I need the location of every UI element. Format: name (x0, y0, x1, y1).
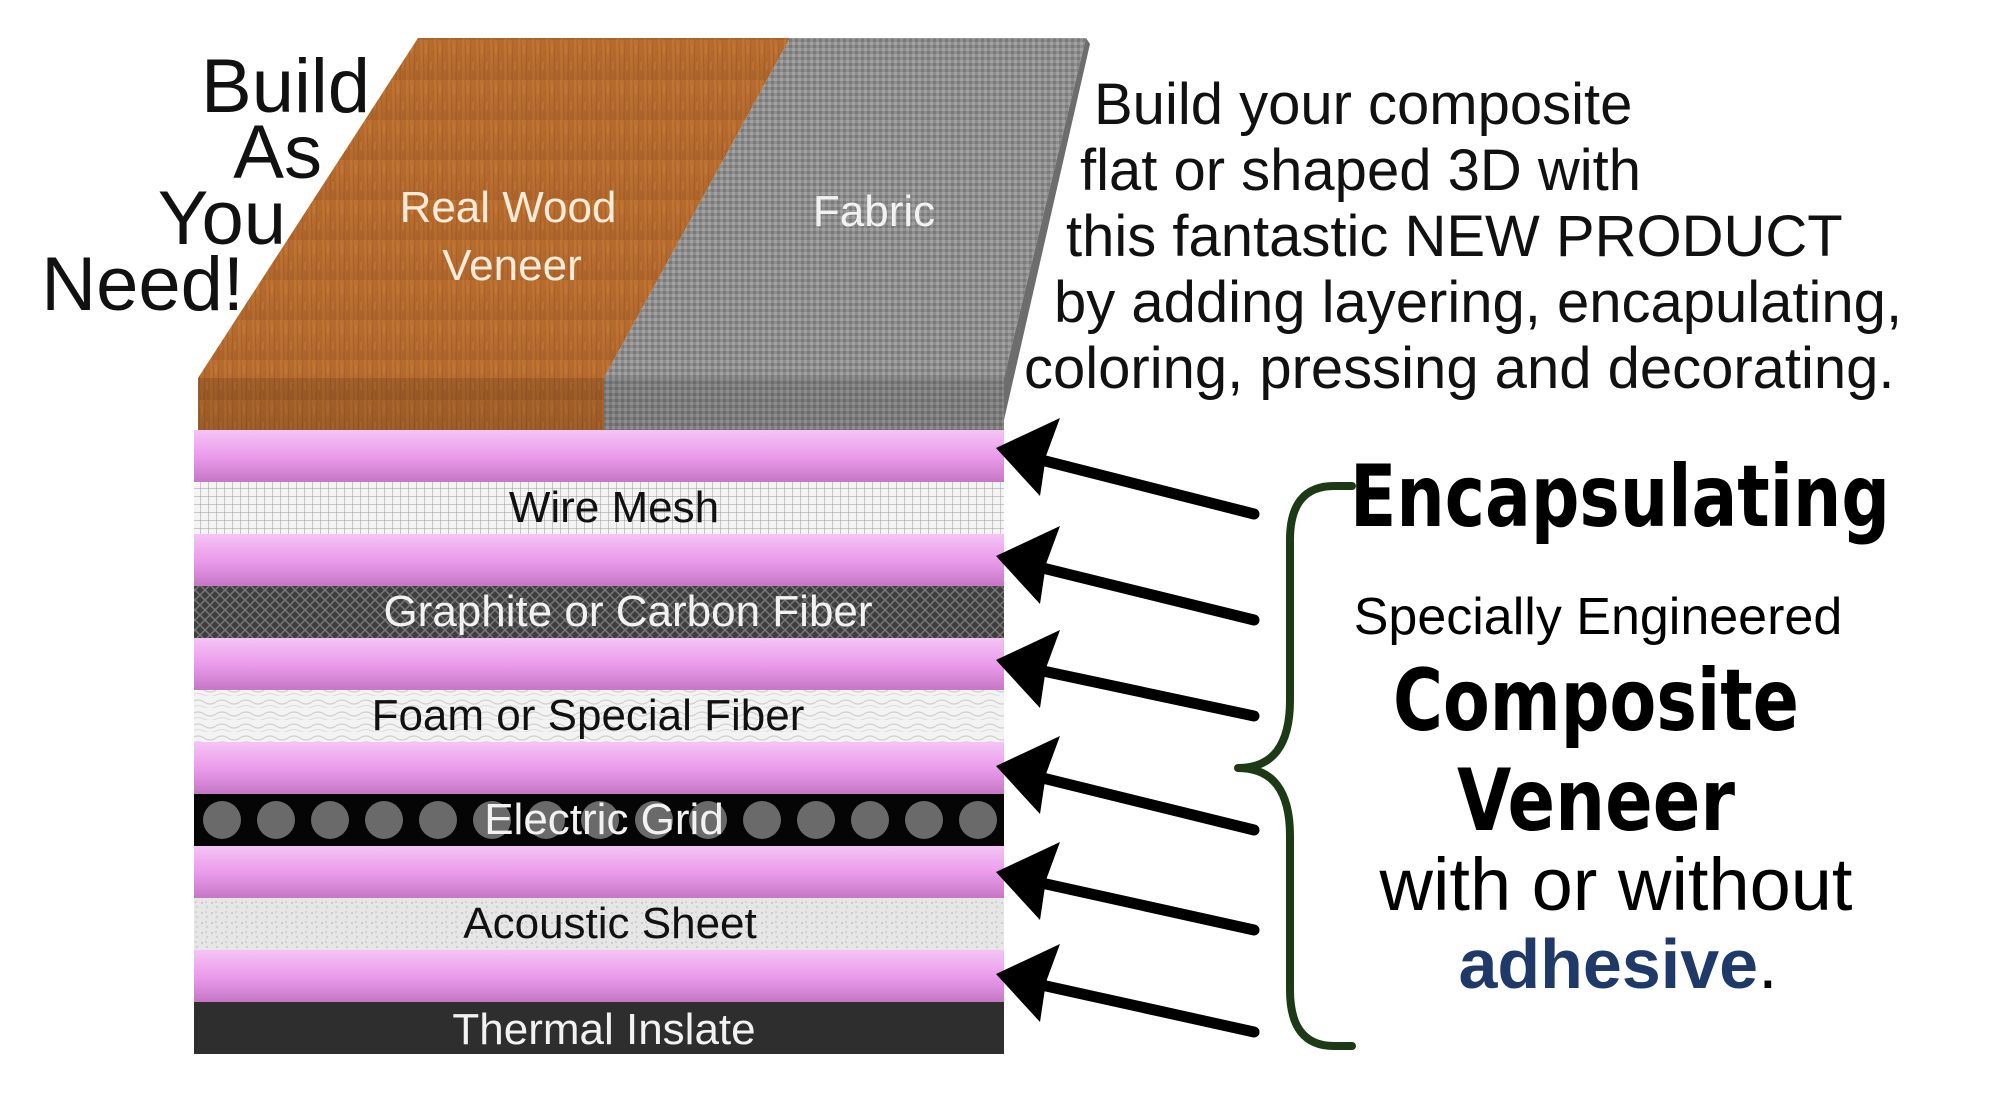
grid-dot (257, 801, 295, 839)
callout-veneer: Veneer (1457, 751, 1735, 851)
encapsulation-band (194, 430, 1004, 482)
arrow-icon (996, 630, 1260, 722)
headline-line: Need! (41, 242, 244, 327)
arrow-icon (996, 842, 1260, 936)
grid-dot (905, 801, 943, 839)
description: Build your composite flat or shaped 3D w… (1024, 72, 1902, 401)
arrow-icon (996, 736, 1260, 836)
headline-line: Build (201, 44, 370, 129)
description-line: by adding layering, encapulating, (1054, 270, 1902, 335)
arrow-icon (996, 526, 1260, 626)
grid-dot (797, 801, 835, 839)
adhesive-period: . (1758, 925, 1777, 1003)
grid-dot (959, 801, 997, 839)
grid-dot (311, 801, 349, 839)
callout: Encapsulating Specially Engineered Compo… (1350, 447, 1890, 1003)
thermal-label: Thermal Inslate (452, 1005, 755, 1054)
callout-title: Encapsulating (1350, 447, 1890, 547)
grid-dot (635, 801, 673, 839)
layer-stack: Wire Mesh Graphite or Carbon Fiber Foam … (194, 430, 1004, 1054)
grid-dot (689, 801, 727, 839)
grid-dot (203, 801, 241, 839)
encapsulation-band (194, 742, 1004, 794)
grid-dot (851, 801, 889, 839)
encapsulation-band (194, 534, 1004, 586)
arrow-icon (996, 418, 1260, 520)
callout-adhesive-line: adhesive. (1458, 925, 1777, 1003)
carbon-fiber-label: Graphite or Carbon Fiber (383, 587, 872, 636)
grid-dot (581, 801, 619, 839)
description-line: flat or shaped 3D with (1080, 138, 1641, 203)
acoustic-sheet-label: Acoustic Sheet (463, 899, 757, 948)
headline-line: You (158, 176, 286, 261)
grid-dot (743, 801, 781, 839)
real-wood-veneer-label: Real Wood (400, 183, 617, 232)
arrow-icon (996, 944, 1260, 1038)
arrows (996, 418, 1260, 1038)
foam-label: Foam or Special Fiber (372, 691, 805, 740)
grid-dot (527, 801, 565, 839)
grid-dot (473, 801, 511, 839)
callout-line: with or without (1379, 843, 1853, 926)
real-wood-veneer-label: Veneer (442, 241, 581, 290)
wire-mesh-label: Wire Mesh (509, 483, 719, 532)
description-line: coloring, pressing and decorating. (1024, 336, 1895, 401)
adhesive-word: adhesive (1458, 925, 1758, 1003)
encapsulation-band (194, 638, 1004, 690)
grid-dot (365, 801, 403, 839)
carbon-fiber-layer (194, 586, 1004, 638)
wire-mesh-layer (194, 482, 1004, 534)
fabric-layer: Fabric (604, 38, 1090, 430)
electric-grid-label: Electric Grid (484, 795, 724, 844)
foam-layer (194, 690, 1004, 742)
electric-grid-dots (203, 801, 997, 839)
callout-composite: Composite (1393, 651, 1799, 751)
grid-dot (419, 801, 457, 839)
encapsulation-band (194, 950, 1004, 1002)
real-wood-veneer-layer: Real Wood Veneer (198, 38, 790, 430)
callout-line: Specially Engineered (1354, 588, 1843, 646)
curly-bracket-icon (1234, 482, 1356, 1050)
acoustic-sheet-layer (194, 898, 1004, 950)
description-line: Build your composite (1094, 72, 1632, 137)
encapsulation-band (194, 846, 1004, 898)
thermal-layer (194, 1002, 1004, 1054)
description-line: this fantastic NEW PRODUCT (1066, 204, 1843, 269)
headline: Build As You Need! (41, 44, 370, 327)
headline-line: As (233, 110, 322, 195)
fabric-label: Fabric (813, 187, 935, 236)
